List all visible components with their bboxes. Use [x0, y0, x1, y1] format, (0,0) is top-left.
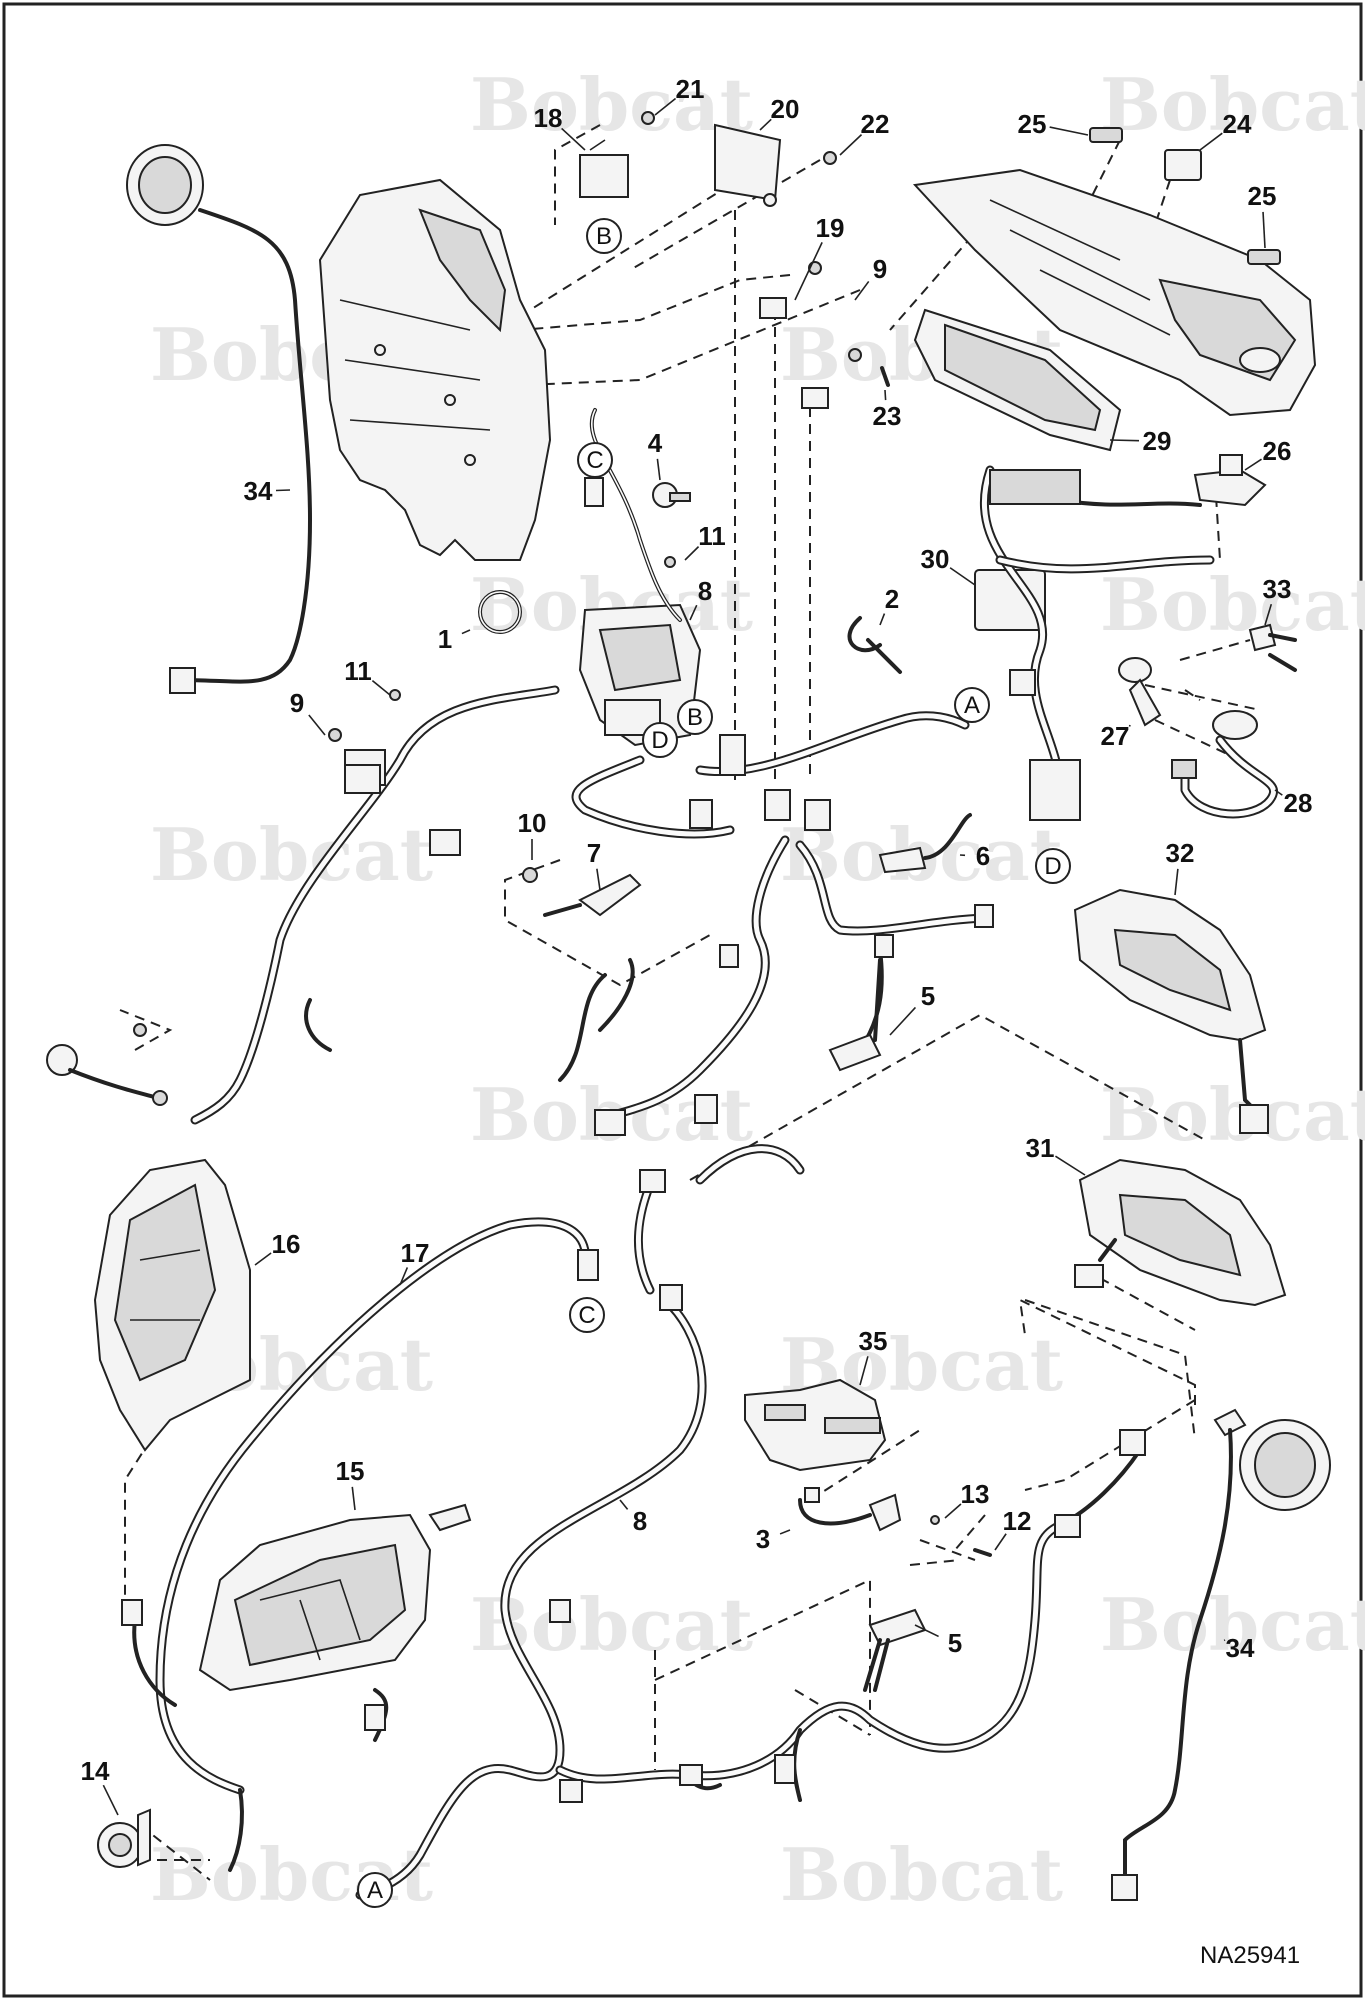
callout-9: 9 — [290, 688, 304, 718]
callout-28: 28 — [1284, 788, 1313, 818]
connection-marker-B: B — [596, 223, 612, 250]
watermark-text: Bobcat — [780, 1832, 1063, 1917]
callout-22: 22 — [861, 109, 890, 139]
callout-20: 20 — [771, 94, 800, 124]
callout-9: 9 — [873, 254, 887, 284]
callout-16: 16 — [272, 1229, 301, 1259]
callout-11: 11 — [344, 656, 372, 686]
watermark-text: Bobcat — [1100, 562, 1365, 647]
callout-25: 25 — [1018, 109, 1047, 139]
callout-4: 4 — [648, 428, 663, 458]
callout-6: 6 — [976, 841, 990, 871]
callout-12: 12 — [1003, 1506, 1032, 1536]
callout-8: 8 — [698, 576, 712, 606]
callout-31: 31 — [1026, 1133, 1055, 1163]
callout-leader — [276, 490, 290, 491]
callout-35: 35 — [859, 1326, 888, 1356]
callout-5: 5 — [948, 1628, 962, 1658]
connection-marker-B: B — [687, 704, 703, 731]
callout-5: 5 — [921, 981, 935, 1011]
callout-leader — [885, 390, 886, 400]
screw-21 — [642, 112, 654, 124]
callout-19: 19 — [816, 213, 845, 243]
callout-18: 18 — [534, 103, 563, 133]
callout-14: 14 — [81, 1756, 110, 1786]
callout-13: 13 — [961, 1479, 990, 1509]
connection-marker-A: A — [367, 1877, 383, 1904]
callout-17: 17 — [401, 1238, 430, 1268]
drawing-number: NA25941 — [1200, 1942, 1300, 1969]
callout-7: 7 — [587, 838, 601, 868]
callout-34: 34 — [244, 476, 273, 506]
watermark-text: Bobcat — [470, 62, 753, 147]
connection-marker-D: D — [1044, 853, 1061, 880]
callout-21: 21 — [676, 74, 705, 104]
callout-32: 32 — [1166, 838, 1195, 868]
connection-marker-D: D — [651, 727, 668, 754]
callout-24: 24 — [1223, 109, 1252, 139]
callout-29: 29 — [1143, 426, 1172, 456]
connection-marker-A: A — [964, 692, 980, 719]
callout-8: 8 — [633, 1506, 647, 1536]
switch-24 — [1165, 150, 1201, 180]
connection-marker-C: C — [586, 447, 603, 474]
callout-34: 34 — [1226, 1633, 1255, 1663]
callout-33: 33 — [1263, 574, 1292, 604]
callout-11: 11 — [698, 521, 726, 551]
callout-leader — [1110, 440, 1139, 441]
callout-27: 27 — [1101, 721, 1130, 751]
nut-11-left — [390, 690, 400, 700]
callout-26: 26 — [1263, 436, 1292, 466]
callout-1: 1 — [438, 624, 452, 654]
callout-15: 15 — [336, 1456, 365, 1486]
watermark-text: Bobcat — [150, 1832, 433, 1917]
nut-11-top — [665, 557, 675, 567]
callout-2: 2 — [885, 584, 899, 614]
callout-10: 10 — [518, 808, 547, 838]
callout-3: 3 — [756, 1524, 770, 1554]
screw-22 — [824, 152, 836, 164]
callout-23: 23 — [873, 401, 902, 431]
screw-10 — [523, 868, 537, 882]
connection-marker-C: C — [578, 1302, 595, 1329]
nut-13 — [931, 1516, 939, 1524]
watermark-text: Bobcat — [150, 812, 433, 897]
watermark-text: Bobcat — [1100, 1072, 1365, 1157]
callout-25: 25 — [1248, 181, 1277, 211]
callout-30: 30 — [921, 544, 950, 574]
watermark-text: Bobcat — [470, 1582, 753, 1667]
